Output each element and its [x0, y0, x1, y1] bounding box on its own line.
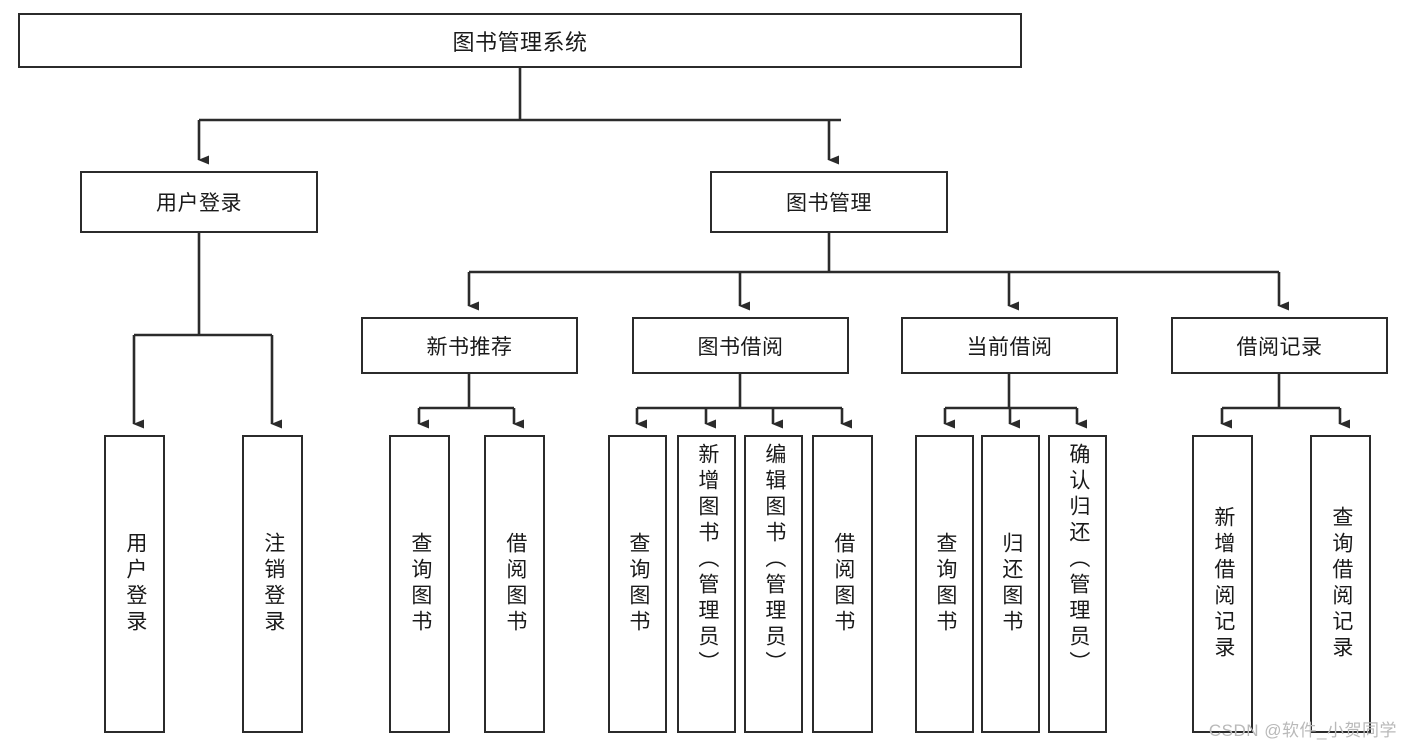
node-leaf-query-book-1[interactable]: 查询图书	[389, 435, 450, 733]
node-root-label: 图书管理系统	[452, 29, 588, 55]
node-leaf-borrow-book-2-label: 借阅图书	[831, 532, 855, 636]
node-leaf-query-record[interactable]: 查询借阅记录	[1310, 435, 1371, 733]
node-leaf-return-book[interactable]: 归还图书	[981, 435, 1040, 733]
node-leaf-add-record-label: 新增借阅记录	[1211, 506, 1235, 662]
node-leaf-query-book-3-label: 查询图书	[933, 532, 957, 636]
node-leaf-query-book-1-label: 查询图书	[408, 532, 432, 636]
node-current-borrow-label: 当前借阅	[966, 335, 1053, 359]
node-leaf-add-record[interactable]: 新增借阅记录	[1192, 435, 1253, 733]
node-leaf-user-login[interactable]: 用户登录	[104, 435, 165, 733]
node-leaf-add-book[interactable]: 新增图书（管理员）	[677, 435, 736, 733]
node-book-borrow-label: 图书借阅	[697, 335, 784, 359]
node-borrow-record-label: 借阅记录	[1236, 335, 1323, 359]
node-leaf-query-book-2[interactable]: 查询图书	[608, 435, 667, 733]
node-leaf-edit-book-label: 编辑图书（管理员）	[762, 443, 786, 677]
node-leaf-query-book-3[interactable]: 查询图书	[915, 435, 974, 733]
node-current-borrow[interactable]: 当前借阅	[901, 317, 1118, 374]
node-leaf-query-book-2-label: 查询图书	[626, 532, 650, 636]
node-book-borrow[interactable]: 图书借阅	[632, 317, 849, 374]
node-borrow-record[interactable]: 借阅记录	[1171, 317, 1388, 374]
node-leaf-add-book-label: 新增图书（管理员）	[695, 443, 719, 677]
node-leaf-edit-book[interactable]: 编辑图书（管理员）	[744, 435, 803, 733]
node-book-manage-label: 图书管理	[786, 192, 872, 215]
node-leaf-borrow-book-1[interactable]: 借阅图书	[484, 435, 545, 733]
node-new-book-rec[interactable]: 新书推荐	[361, 317, 578, 374]
node-new-book-rec-label: 新书推荐	[426, 335, 513, 359]
node-leaf-user-login-label: 用户登录	[123, 532, 147, 636]
node-leaf-confirm-return[interactable]: 确认归还（管理员）	[1048, 435, 1107, 733]
node-leaf-borrow-book-2[interactable]: 借阅图书	[812, 435, 873, 733]
node-user-login[interactable]: 用户登录	[80, 171, 318, 233]
node-user-login-label: 用户登录	[156, 192, 242, 215]
node-root[interactable]: 图书管理系统	[18, 13, 1022, 68]
node-leaf-borrow-book-1-label: 借阅图书	[503, 532, 527, 636]
node-leaf-confirm-return-label: 确认归还（管理员）	[1066, 443, 1090, 677]
node-leaf-return-book-label: 归还图书	[999, 532, 1023, 636]
node-leaf-logout[interactable]: 注销登录	[242, 435, 303, 733]
watermark-text: CSDN @软件_小贺同学	[1208, 721, 1397, 740]
node-leaf-query-record-label: 查询借阅记录	[1329, 506, 1353, 662]
node-leaf-logout-label: 注销登录	[261, 532, 285, 636]
node-book-manage[interactable]: 图书管理	[710, 171, 948, 233]
